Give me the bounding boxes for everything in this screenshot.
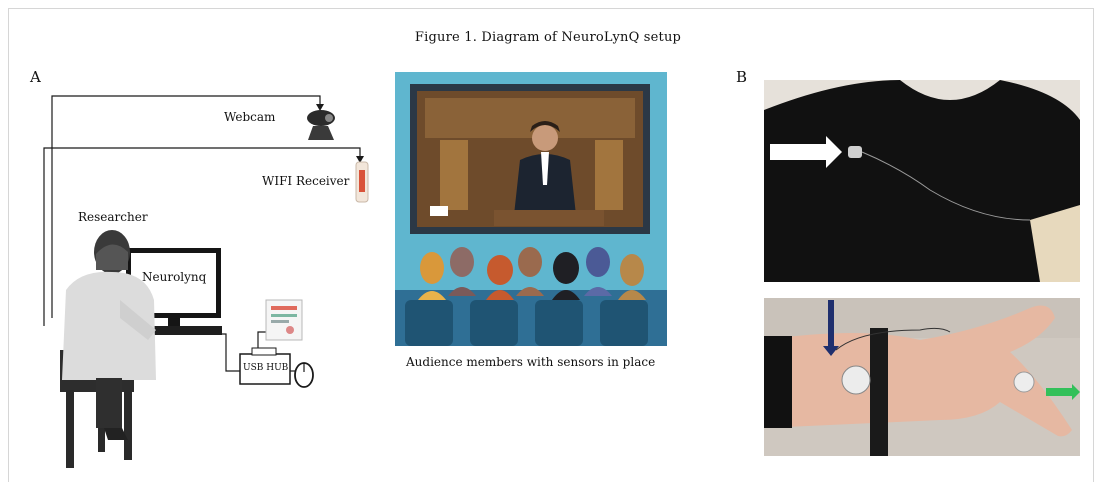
shoulder-sensor-photo [764,80,1080,282]
video-panel [395,72,667,346]
wifi-receiver-label: WIFI Receiver [262,174,350,188]
monitor-screen-label: Neurolynq [142,270,207,284]
video-caption: Audience members with sensors in place [406,355,656,369]
wifi-receiver-icon [355,161,369,203]
usb-hub-icon [239,347,291,385]
webcam-icon [307,110,335,140]
wifi-cable [43,147,361,326]
hand-sensor-photo [764,298,1080,456]
researcher-figure [60,230,156,468]
white-arrow-icon [770,136,842,168]
researcher-label: Researcher [78,210,148,224]
panel-a-label: A [30,68,41,86]
green-arrow-icon [1046,384,1080,400]
audience-group [395,247,667,346]
mouse-icon [294,362,314,388]
navy-arrow-icon [828,300,834,348]
webcam-label: Webcam [224,110,276,124]
panel-b-label: B [736,68,748,86]
usb-cable [214,333,240,372]
figure-title: Figure 1. Diagram of NeuroLynQ setup [414,30,682,45]
sensor-tablet-icon [265,299,303,341]
figure-frame [8,8,1094,482]
usb-hub-label: USB HUB [243,363,289,373]
webcam-cable [51,95,321,318]
